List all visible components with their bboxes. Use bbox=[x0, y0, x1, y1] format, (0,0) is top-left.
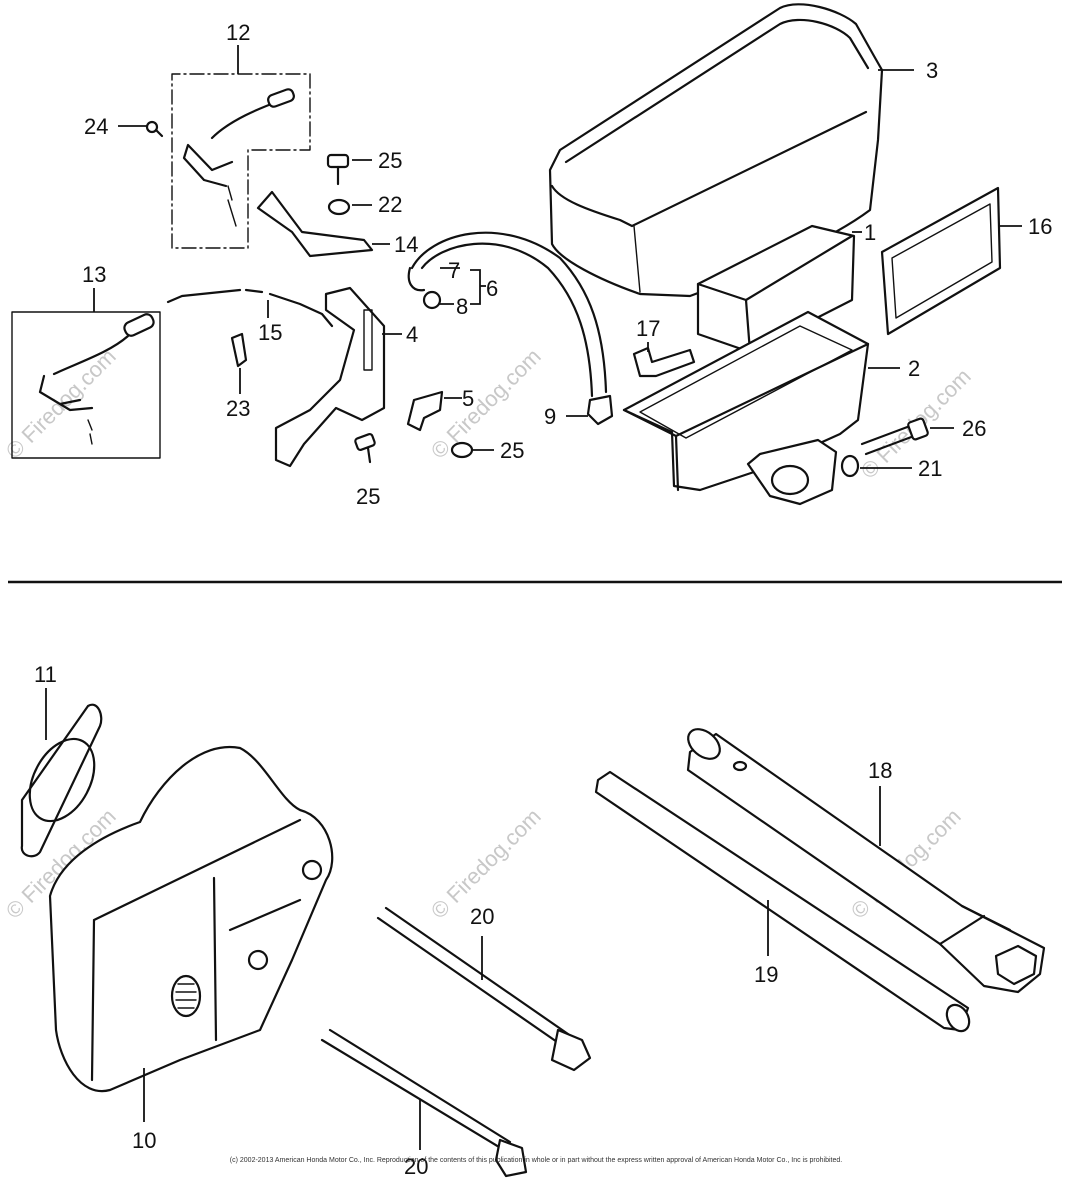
label-4: 4 bbox=[406, 322, 418, 347]
part-16-gasket bbox=[880, 186, 1022, 336]
label-9: 9 bbox=[544, 404, 556, 429]
label-12: 12 bbox=[226, 20, 250, 45]
part-13-switch-box bbox=[11, 288, 161, 459]
label-22: 22 bbox=[378, 192, 402, 217]
part-2-case bbox=[622, 310, 900, 506]
part-11-gasket bbox=[20, 688, 103, 858]
part-14-bracket bbox=[256, 190, 390, 258]
label-24: 24 bbox=[84, 114, 108, 139]
watermark: © Firedog.com bbox=[426, 344, 546, 464]
label-26: 26 bbox=[962, 416, 986, 441]
part-18-wrench bbox=[686, 728, 1046, 994]
part-6-strap bbox=[407, 231, 608, 398]
label-14: 14 bbox=[394, 232, 418, 257]
label-2: 2 bbox=[908, 356, 920, 381]
part-25-bolt-left bbox=[354, 433, 376, 464]
label-5: 5 bbox=[462, 386, 474, 411]
label-25-top: 25 bbox=[378, 148, 402, 173]
part-26-bolt bbox=[860, 417, 954, 456]
part-25-bolt-right bbox=[450, 441, 494, 459]
label-23: 23 bbox=[226, 396, 250, 421]
part-8-clip bbox=[422, 290, 442, 310]
label-25-right: 25 bbox=[500, 438, 524, 463]
label-6: 6 bbox=[486, 276, 498, 301]
part-10-muffler bbox=[48, 745, 334, 1122]
label-19: 19 bbox=[754, 962, 778, 987]
label-17: 17 bbox=[636, 316, 660, 341]
label-11: 11 bbox=[34, 662, 57, 687]
part-19-bar bbox=[594, 770, 971, 1033]
part-4-bracket bbox=[274, 286, 402, 468]
part-15-cable bbox=[166, 288, 334, 328]
label-15: 15 bbox=[258, 320, 282, 345]
label-8: 8 bbox=[456, 294, 468, 319]
part-3-cover bbox=[548, 3, 914, 298]
part-9-fastener bbox=[566, 394, 614, 426]
part-24-screw bbox=[118, 120, 164, 138]
label-21: 21 bbox=[918, 456, 942, 481]
part-12-switch-assembly bbox=[171, 45, 311, 249]
label-1: 1 bbox=[864, 220, 876, 245]
label-7: 7 bbox=[448, 258, 460, 283]
label-10: 10 bbox=[132, 1128, 156, 1153]
part-17-bracket bbox=[632, 342, 696, 378]
label-13: 13 bbox=[82, 262, 106, 287]
label-16: 16 bbox=[1028, 214, 1052, 239]
callout-labels: 12 24 25 22 14 7 6 8 13 15 4 23 5 9 25 2… bbox=[34, 20, 1052, 1179]
part-20-bolt-lower bbox=[320, 1028, 528, 1178]
part-5-clamp bbox=[406, 390, 462, 432]
part-25-bolt-top bbox=[326, 153, 372, 186]
label-20-lower: 20 bbox=[404, 1154, 428, 1179]
label-20-upper: 20 bbox=[470, 904, 494, 929]
part-20-bolt-upper bbox=[376, 906, 592, 1072]
part-22-nut bbox=[327, 198, 372, 216]
label-3: 3 bbox=[926, 58, 938, 83]
part-23-clip bbox=[230, 332, 248, 394]
part-21-washer bbox=[840, 454, 912, 478]
label-25-bottom: 25 bbox=[356, 484, 380, 509]
label-18: 18 bbox=[868, 758, 892, 783]
copyright-notice: (c) 2002-2013 American Honda Motor Co., … bbox=[230, 1157, 842, 1164]
